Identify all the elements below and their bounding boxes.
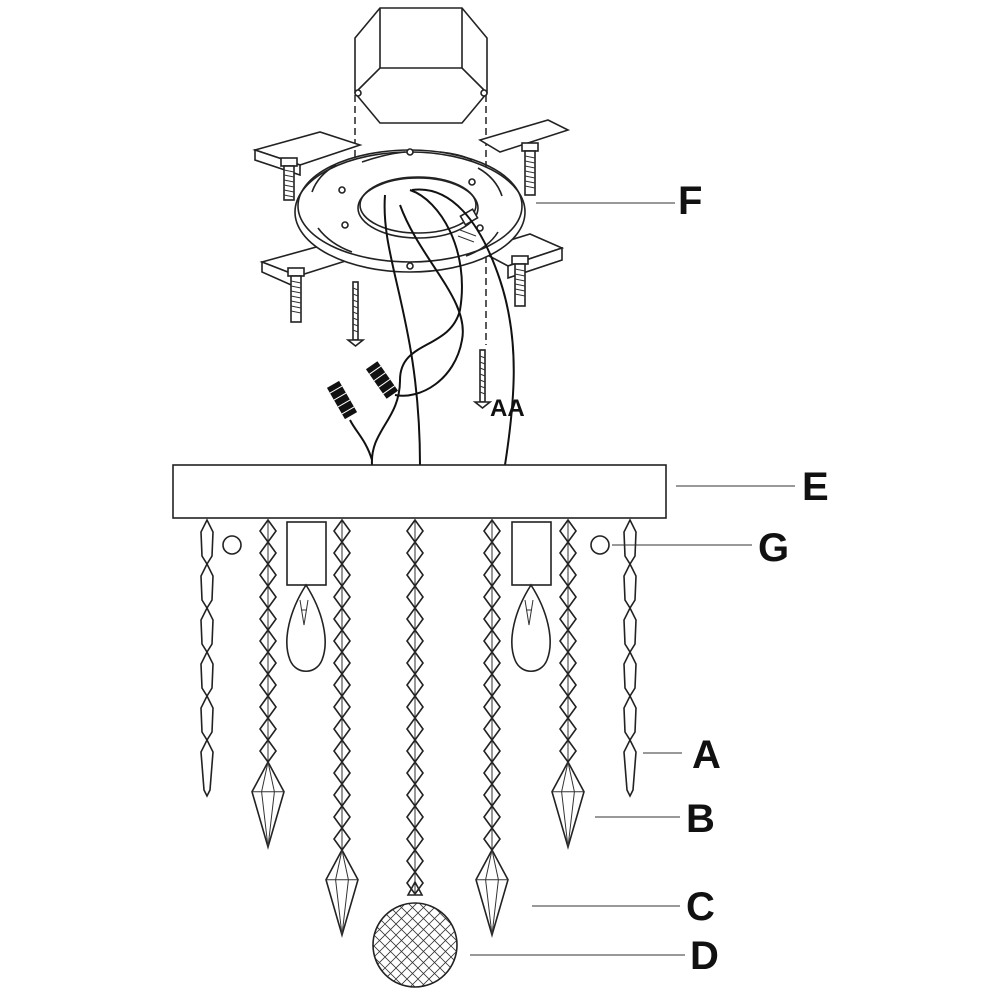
bolt-upper-left — [280, 157, 298, 201]
canopy-plate — [172, 464, 667, 519]
bolt-upper-right — [521, 142, 539, 196]
mounting-bolts — [280, 142, 539, 323]
mounting-screw-right — [472, 349, 493, 410]
crystal-strands — [200, 518, 637, 938]
lead-wires — [349, 188, 515, 466]
label-C: C — [686, 885, 715, 929]
label-D: D — [690, 934, 719, 978]
label-F: F — [678, 179, 702, 223]
bulb-right — [511, 521, 552, 673]
label-G: G — [758, 526, 789, 570]
crossbar-bracket — [252, 119, 571, 290]
junction-box — [354, 7, 488, 124]
wire-connectors — [326, 361, 399, 420]
bolt-lower-left — [287, 267, 305, 323]
leader-lines — [470, 202, 795, 956]
label-AA: AA — [490, 395, 525, 422]
part-labels: F E G A B C D AA — [490, 179, 829, 978]
mounting-screw-left — [345, 281, 366, 348]
label-E: E — [802, 465, 829, 509]
label-B: B — [686, 797, 715, 841]
crystal-ball — [372, 880, 458, 988]
bulb-left — [286, 521, 327, 673]
bolt-lower-right — [511, 255, 529, 307]
label-A: A — [692, 733, 721, 777]
hanging-holes — [222, 535, 610, 555]
